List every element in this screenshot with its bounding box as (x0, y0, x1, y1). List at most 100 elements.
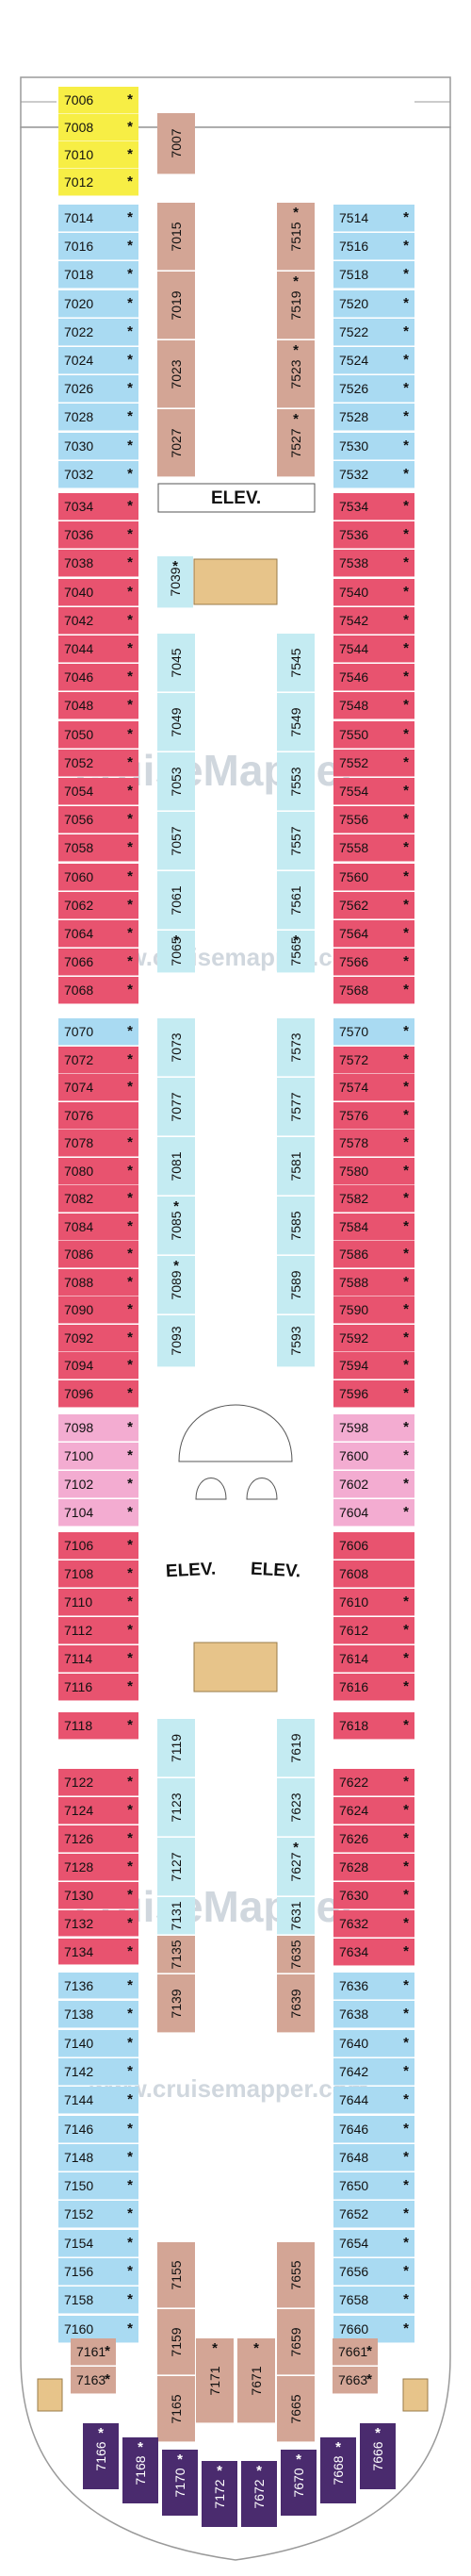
cabin-7062[interactable]: 7062* (58, 891, 138, 919)
cabin-7565[interactable]: 7565* (277, 931, 315, 973)
cabin-7577[interactable]: 7577 (277, 1078, 315, 1136)
cabin-7110[interactable]: 7110* (58, 1589, 138, 1616)
cabin-7628[interactable]: 7628* (333, 1854, 414, 1881)
cabin-7072[interactable]: 7072* (58, 1046, 138, 1074)
cabin-7520[interactable]: 7520* (333, 289, 414, 318)
cabin-7576[interactable]: 7576* (333, 1101, 414, 1130)
cabin-7048[interactable]: 7048* (58, 692, 138, 720)
cabin-7659[interactable]: 7659 (277, 2309, 315, 2375)
cabin-7170[interactable]: 7170* (162, 2450, 198, 2516)
cabin-7128[interactable]: 7128* (58, 1854, 138, 1881)
cabin-7612[interactable]: 7612* (333, 1617, 414, 1644)
cabin-7519[interactable]: 7519* (277, 272, 315, 339)
cabin-7658[interactable]: 7658* (333, 2287, 414, 2315)
cabin-7068[interactable]: 7068* (58, 977, 138, 1005)
cabin-7016[interactable]: 7016* (58, 233, 138, 261)
cabin-7578[interactable]: 7578* (333, 1130, 414, 1157)
cabin-7626[interactable]: 7626* (333, 1825, 414, 1853)
cabin-7139[interactable]: 7139 (157, 1974, 195, 2033)
cabin-7616[interactable]: 7616* (333, 1674, 414, 1701)
cabin-7024[interactable]: 7024* (58, 347, 138, 374)
cabin-7518[interactable]: 7518* (333, 261, 414, 289)
cabin-7566[interactable]: 7566* (333, 949, 414, 977)
cabin-7668[interactable]: 7668* (320, 2437, 356, 2503)
cabin-7022[interactable]: 7022* (58, 318, 138, 346)
cabin-7112[interactable]: 7112* (58, 1617, 138, 1644)
cabin-7155[interactable]: 7155 (157, 2242, 195, 2308)
cabin-7060[interactable]: 7060* (58, 863, 138, 891)
cabin-7038[interactable]: 7038* (58, 550, 138, 578)
cabin-7596[interactable]: 7596* (333, 1379, 414, 1408)
cabin-7127[interactable]: 7127 (157, 1838, 195, 1896)
cabin-7608[interactable]: 7608 (333, 1560, 414, 1588)
cabin-7096[interactable]: 7096* (58, 1379, 138, 1408)
cabin-7528[interactable]: 7528* (333, 404, 414, 432)
cabin-7130[interactable]: 7130* (58, 1882, 138, 1909)
cabin-7039[interactable]: 7039* (157, 556, 193, 608)
cabin-7073[interactable]: 7073 (157, 1018, 195, 1077)
cabin-7006[interactable]: 7006* (58, 87, 138, 114)
cabin-7652[interactable]: 7652* (333, 2201, 414, 2229)
cabin-7627[interactable]: 7627* (277, 1838, 315, 1896)
cabin-7054[interactable]: 7054* (58, 778, 138, 805)
cabin-7540[interactable]: 7540* (333, 578, 414, 606)
cabin-7036[interactable]: 7036* (58, 521, 138, 550)
cabin-7094[interactable]: 7094* (58, 1352, 138, 1379)
cabin-7568[interactable]: 7568* (333, 977, 414, 1005)
cabin-7126[interactable]: 7126* (58, 1825, 138, 1853)
cabin-7136[interactable]: 7136* (58, 1973, 138, 1999)
cabin-7119[interactable]: 7119 (157, 1719, 195, 1777)
cabin-7104[interactable]: 7104* (58, 1499, 138, 1527)
cabin-7574[interactable]: 7574* (333, 1074, 414, 1101)
cabin-7548[interactable]: 7548* (333, 692, 414, 720)
cabin-7532[interactable]: 7532* (333, 460, 414, 488)
cabin-7642[interactable]: 7642* (333, 2057, 414, 2086)
cabin-7648[interactable]: 7648* (333, 2143, 414, 2171)
cabin-7536[interactable]: 7536* (333, 521, 414, 550)
cabin-7163[interactable]: 7163* (71, 2367, 116, 2394)
cabin-7030[interactable]: 7030* (58, 432, 138, 460)
cabin-7527[interactable]: 7527* (277, 409, 315, 477)
cabin-7630[interactable]: 7630* (333, 1882, 414, 1909)
cabin-7142[interactable]: 7142* (58, 2057, 138, 2086)
cabin-7592[interactable]: 7592* (333, 1324, 414, 1352)
cabin-7116[interactable]: 7116* (58, 1674, 138, 1701)
cabin-7108[interactable]: 7108* (58, 1560, 138, 1588)
cabin-7078[interactable]: 7078* (58, 1130, 138, 1157)
cabin-7644[interactable]: 7644* (333, 2087, 414, 2115)
cabin-7012[interactable]: 7012* (58, 169, 138, 196)
cabin-7606[interactable]: 7606 (333, 1532, 414, 1560)
cabin-7622[interactable]: 7622* (333, 1769, 414, 1796)
cabin-7156[interactable]: 7156* (58, 2258, 138, 2286)
cabin-7549[interactable]: 7549 (277, 693, 315, 751)
cabin-7666[interactable]: 7666* (360, 2423, 396, 2489)
cabin-7550[interactable]: 7550* (333, 720, 414, 749)
cabin-7171[interactable]: 7171* (196, 2338, 234, 2423)
cabin-7661[interactable]: 7661* (333, 2338, 378, 2366)
cabin-7530[interactable]: 7530* (333, 432, 414, 460)
cabin-7545[interactable]: 7545 (277, 634, 315, 692)
cabin-7077[interactable]: 7077 (157, 1078, 195, 1136)
cabin-7049[interactable]: 7049 (157, 693, 195, 751)
cabin-7655[interactable]: 7655 (277, 2242, 315, 2308)
cabin-7572[interactable]: 7572* (333, 1046, 414, 1074)
cabin-7045[interactable]: 7045 (157, 634, 195, 692)
cabin-7631[interactable]: 7631 (277, 1897, 315, 1935)
cabin-7654[interactable]: 7654* (333, 2229, 414, 2257)
cabin-7516[interactable]: 7516* (333, 233, 414, 261)
cabin-7088[interactable]: 7088* (58, 1268, 138, 1296)
cabin-7570[interactable]: 7570* (333, 1018, 414, 1046)
cabin-7602[interactable]: 7602* (333, 1471, 414, 1498)
cabin-7158[interactable]: 7158* (58, 2287, 138, 2315)
cabin-7061[interactable]: 7061 (157, 871, 195, 930)
cabin-7634[interactable]: 7634* (333, 1939, 414, 1966)
cabin-7542[interactable]: 7542* (333, 606, 414, 635)
cabin-7161[interactable]: 7161* (71, 2338, 116, 2366)
cabin-7670[interactable]: 7670* (281, 2450, 317, 2516)
cabin-7064[interactable]: 7064* (58, 920, 138, 948)
cabin-7546[interactable]: 7546* (333, 664, 414, 692)
cabin-7066[interactable]: 7066* (58, 949, 138, 977)
cabin-7098[interactable]: 7098* (58, 1414, 138, 1442)
cabin-7090[interactable]: 7090* (58, 1296, 138, 1324)
cabin-7123[interactable]: 7123 (157, 1778, 195, 1837)
